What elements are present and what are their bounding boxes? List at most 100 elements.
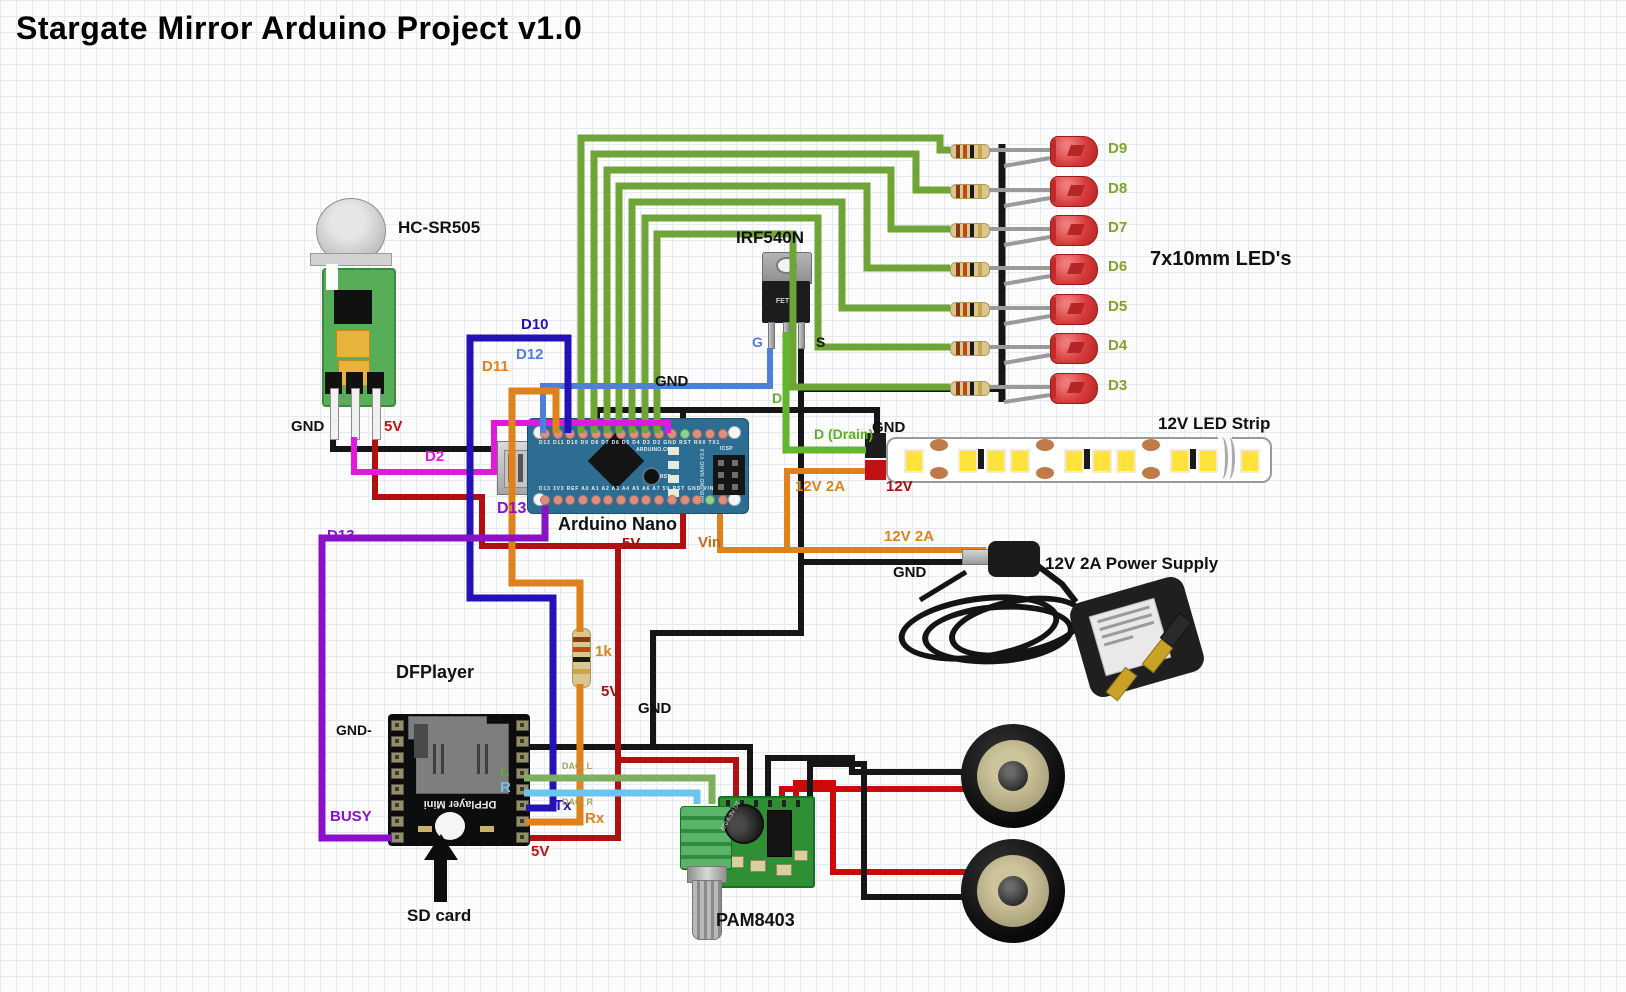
sensor-pin-out: [351, 388, 360, 440]
nano-icsp-header: [713, 455, 745, 495]
dfplayer-tx-label: Tx: [554, 797, 572, 814]
supply-amps-label: 12V 2A: [884, 528, 935, 545]
strip-gnd-connector: [865, 433, 886, 458]
led-label-d8: D8: [1108, 180, 1128, 197]
sensor-notch: [326, 264, 338, 290]
sd-slot-spring: [414, 724, 428, 758]
v5-down-label: 5V: [601, 683, 620, 700]
speaker-2-dome: [998, 876, 1028, 906]
led-label-d6: D6: [1108, 258, 1128, 275]
page-title: Stargate Mirror Arduino Project v1.0: [16, 10, 583, 46]
mosfet-pin-s: [798, 322, 805, 349]
resistor-d8: [950, 184, 990, 199]
volume-potentiometer: [680, 806, 732, 870]
led-d3: [1050, 373, 1098, 404]
gnd-bottom-label: GND: [638, 700, 672, 717]
dfplayer-5v-label: 5V: [531, 843, 550, 860]
wire-source-gnd: [650, 346, 804, 749]
led-label-d3: D3: [1108, 377, 1128, 394]
pir-dome-base: [310, 253, 392, 266]
sensor-name-label: HC-SR505: [398, 218, 481, 237]
dac-r-label: DAC_R: [562, 797, 594, 807]
dfplayer-l-label: L: [500, 763, 510, 780]
mosfet-name-label: IRF540N: [736, 228, 805, 247]
led-d7: [1050, 215, 1098, 246]
resistor-d7: [950, 223, 990, 238]
nano-rst-text: RST: [660, 474, 671, 480]
wire-speaker2-red: [793, 780, 982, 875]
supply-cable-strand2: [918, 569, 968, 603]
gnd-top-label: GND: [655, 373, 689, 390]
dfplayer-title-label: DFPlayer: [396, 662, 475, 682]
strip-12v-label: 12V: [886, 478, 913, 495]
led-label-d5: D5: [1108, 298, 1128, 315]
pam8403-board: [718, 796, 815, 888]
led-label-d4: D4: [1108, 337, 1128, 354]
nano-top-pin-labels: D12 D11 D10 D9 D8 D7 D6 D5 D4 D3 D2 GND …: [539, 440, 721, 446]
sd-card-arrow-shaft: [434, 856, 447, 902]
led-d5: [1050, 294, 1098, 325]
mosfet-s-label: S: [816, 334, 826, 350]
led-d4: [1050, 333, 1098, 364]
d11-wire-label: D11: [482, 358, 509, 375]
led-label-d9: D9: [1108, 140, 1128, 157]
resistor-d9: [950, 144, 990, 159]
sensor-pin-gnd: [330, 388, 339, 440]
wire-dac-r: [524, 789, 701, 804]
sensor-cap-1: [336, 330, 370, 358]
sensor-pin-5v: [372, 388, 381, 440]
strip-title-label: 12V LED Strip: [1158, 414, 1271, 433]
sd-card-label: SD card: [407, 906, 472, 925]
sensor-gnd-label: GND: [291, 418, 325, 435]
mosfet-body: FET N: [762, 281, 810, 323]
mosfet-pin-g: [768, 322, 775, 349]
mosfet-pin-d: [783, 322, 790, 349]
led-strip: [886, 437, 1272, 483]
dac-l-label: DAC_L: [562, 761, 593, 771]
nano-title-label: Arduino Nano: [558, 514, 677, 534]
r1k-label: 1k: [595, 643, 612, 660]
dfplayer-module-text: DFPlayer Mini: [423, 798, 497, 810]
supply-gnd-label: GND: [893, 564, 927, 581]
led-group-label: 7x10mm LED's: [1150, 248, 1292, 270]
led-d9: [1050, 136, 1098, 167]
led-label-d7: D7: [1108, 219, 1128, 236]
wire-speaker2-black: [807, 761, 982, 900]
vin-wire-label: Vin: [698, 534, 722, 551]
sensor-5v-label: 5V: [384, 418, 403, 435]
arduino-nano-board: ARDUINO.CC ICSP RST ARDUINO NANO V3.0 D1…: [527, 418, 749, 514]
strip-amps-label: 12V 2A: [795, 478, 846, 495]
strip-12v-connector: [865, 460, 886, 480]
nano-reset-button: [642, 467, 661, 486]
strip-gnd-label: GND: [872, 419, 906, 436]
sensor-ic: [334, 290, 372, 324]
dfplayer-rx-label: Rx: [585, 810, 605, 827]
mosfet-g-label: G: [752, 334, 763, 350]
wire-vin-12v: [717, 504, 986, 553]
nano-side-text: ARDUINO NANO V3.0: [700, 448, 706, 503]
d13-wire-label-a: D13: [497, 500, 527, 517]
led-d6: [1050, 254, 1098, 285]
mosfet-d-label: D: [772, 390, 783, 406]
dfplayer-gnd-label: GND-: [336, 722, 372, 738]
resistor-d5: [950, 302, 990, 317]
barrel-plug-body: [988, 541, 1040, 577]
dfplayer-busy-label: BUSY: [330, 808, 372, 825]
resistor-1k: [572, 628, 591, 688]
supply-title-label: 12V 2A Power Supply: [1045, 554, 1219, 573]
pot-shaft: [692, 880, 722, 940]
d12-wire-label: D12: [516, 346, 544, 363]
amp-ic: [767, 810, 792, 857]
pam-title-label: PAM8403: [716, 910, 795, 930]
wire-dac-l: [524, 774, 716, 804]
speaker-1-dome: [998, 761, 1028, 791]
mosfet-hole: [776, 257, 797, 274]
drain-wire-label: D (Drain): [814, 426, 874, 442]
led-d8: [1050, 176, 1098, 207]
wire-gnd-dfplayer-pam: [524, 744, 753, 804]
d13-wire-label-b: D13: [327, 527, 355, 544]
resistor-d3: [950, 381, 990, 396]
nano-brand-text: ARDUINO.CC: [636, 447, 671, 453]
resistor-d6: [950, 262, 990, 277]
